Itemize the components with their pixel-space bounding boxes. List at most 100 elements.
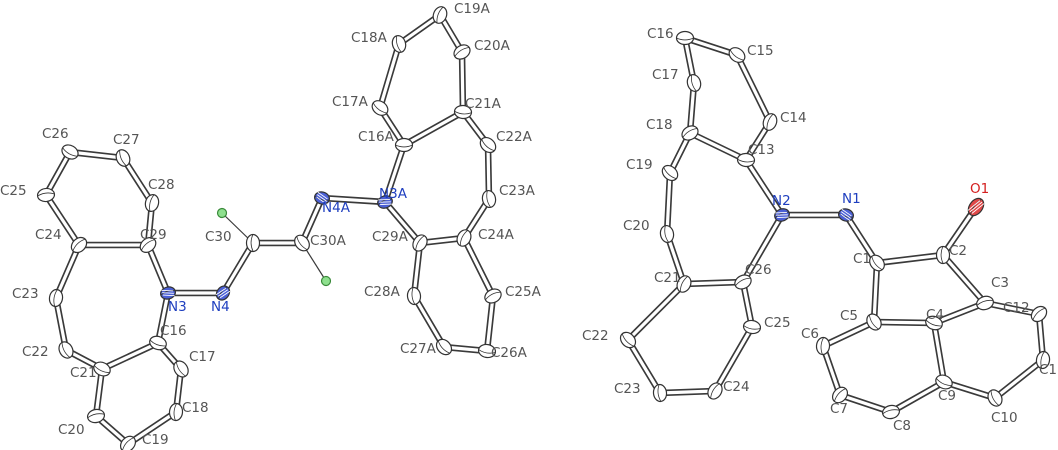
atom-label-c21: C21 [654, 270, 681, 286]
atom-c18 [681, 125, 699, 141]
bond-C20-C21 [92, 365, 106, 420]
atom-label-c28: C28 [148, 177, 175, 193]
atom-label-c24: C24 [723, 379, 750, 395]
atom-label-n3a: N3A [379, 186, 408, 202]
bond-C4-C3 [930, 299, 989, 327]
atom-o1 [967, 197, 985, 217]
bond-C1-C5 [870, 259, 881, 326]
bond-N4A-C30A [298, 194, 326, 247]
atom-h30 [216, 207, 228, 219]
bond-C18-C19 [124, 408, 180, 448]
bond-C5-C4 [870, 318, 938, 327]
atom-label-c22a: C22A [496, 129, 533, 145]
atom-c6 [815, 336, 831, 356]
atom-label-c17a: C17A [332, 94, 369, 110]
atom-c30 [245, 233, 261, 253]
atoms-left [36, 6, 502, 450]
bond-C3-C12 [981, 299, 1043, 318]
atom-label-c22: C22 [582, 328, 609, 344]
atom-label-c19: C19 [626, 157, 653, 173]
atom-c30a [294, 234, 310, 252]
bond-C16-C15 [681, 34, 741, 59]
atom-label-c16: C16 [160, 323, 187, 339]
bond-C17A-C18A [376, 40, 403, 112]
atom-n4 [215, 285, 231, 301]
atom-c16 [149, 335, 167, 351]
atom-c26a [477, 343, 497, 359]
atom-label-c16a: C16A [358, 129, 395, 145]
atom-c22 [58, 341, 74, 359]
atom-c16a [394, 137, 414, 153]
atom-label-c18: C18 [646, 117, 673, 133]
atom-c2 [935, 245, 951, 265]
atom-c26 [734, 274, 752, 290]
atom-c21 [93, 361, 111, 377]
atom-c28a [406, 286, 422, 306]
atom-label-c24a: C24A [478, 227, 515, 243]
atom-label-c1: C1 [853, 251, 871, 267]
bond-C29A-N3A [381, 198, 424, 247]
bond-N3A-N4A [318, 194, 389, 206]
atom-c25 [742, 319, 762, 335]
atom-c16 [675, 30, 695, 46]
atom-label-n4a: N4A [322, 200, 351, 216]
atom-c28 [144, 194, 160, 212]
atom-c17 [173, 360, 189, 378]
atom-label-c5: C5 [840, 308, 858, 324]
bond-C24-C25 [42, 191, 83, 249]
bond-C25A-C26A [483, 292, 497, 355]
atom-label-c7: C7 [830, 401, 848, 417]
bond-C13-N2 [742, 156, 786, 219]
atom-label-c23: C23 [614, 381, 641, 397]
bond-C9-C4 [930, 319, 948, 386]
atom-label-c22: C22 [22, 344, 49, 360]
atom-c22 [619, 331, 637, 349]
bond-N3-C29 [144, 241, 172, 297]
atom-label-c28a: C28A [364, 284, 401, 300]
atom-n3a [377, 195, 393, 209]
atom-label-c26: C26 [42, 126, 69, 142]
atom-c1 [869, 254, 885, 272]
atom-c20a [453, 44, 471, 60]
atom-label-c4: C4 [926, 307, 944, 323]
bond-C7-C8 [836, 391, 895, 416]
atom-c12 [1030, 305, 1048, 323]
atoms-right [619, 30, 1051, 420]
atom-label-c18a: C18A [351, 30, 388, 46]
atom-label-c13: C13 [748, 142, 775, 158]
atom-c23 [652, 383, 668, 403]
atom-label-c15: C15 [747, 43, 774, 59]
atom-label-c25: C25 [0, 183, 27, 199]
bond-C2-C3 [939, 251, 989, 307]
atom-c25 [36, 187, 56, 203]
atom-c27 [115, 149, 131, 167]
atom-c11 [1035, 350, 1051, 370]
bond-C30-N4 [219, 239, 257, 297]
atom-label-c26: C26 [745, 262, 772, 278]
atom-label-c25: C25 [764, 315, 791, 331]
atom-c3 [976, 295, 994, 311]
atom-n3 [160, 286, 176, 300]
bond-C24-C23 [52, 241, 83, 302]
atom-c18 [168, 402, 184, 422]
atom-c19 [661, 164, 679, 182]
bond-C5-C6 [819, 318, 878, 350]
atom-label-c14: C14 [780, 110, 807, 126]
atom-c4 [925, 315, 943, 331]
bond-C21A-C16A [400, 108, 467, 149]
atom-label-c27: C27 [113, 132, 140, 148]
atom-c5 [866, 313, 882, 331]
bonds-left [42, 11, 497, 448]
atom-label-c3: C3 [991, 275, 1009, 291]
atom-c15 [728, 47, 746, 63]
bond-C27A-C28A [410, 292, 448, 351]
atom-label-n4: N4 [211, 299, 230, 315]
atom-c20 [659, 224, 675, 244]
atom-label-c30a: C30A [310, 233, 347, 249]
atom-c29a [412, 234, 428, 252]
atom-c9 [935, 374, 953, 390]
bond-C11-C10 [991, 356, 1047, 402]
